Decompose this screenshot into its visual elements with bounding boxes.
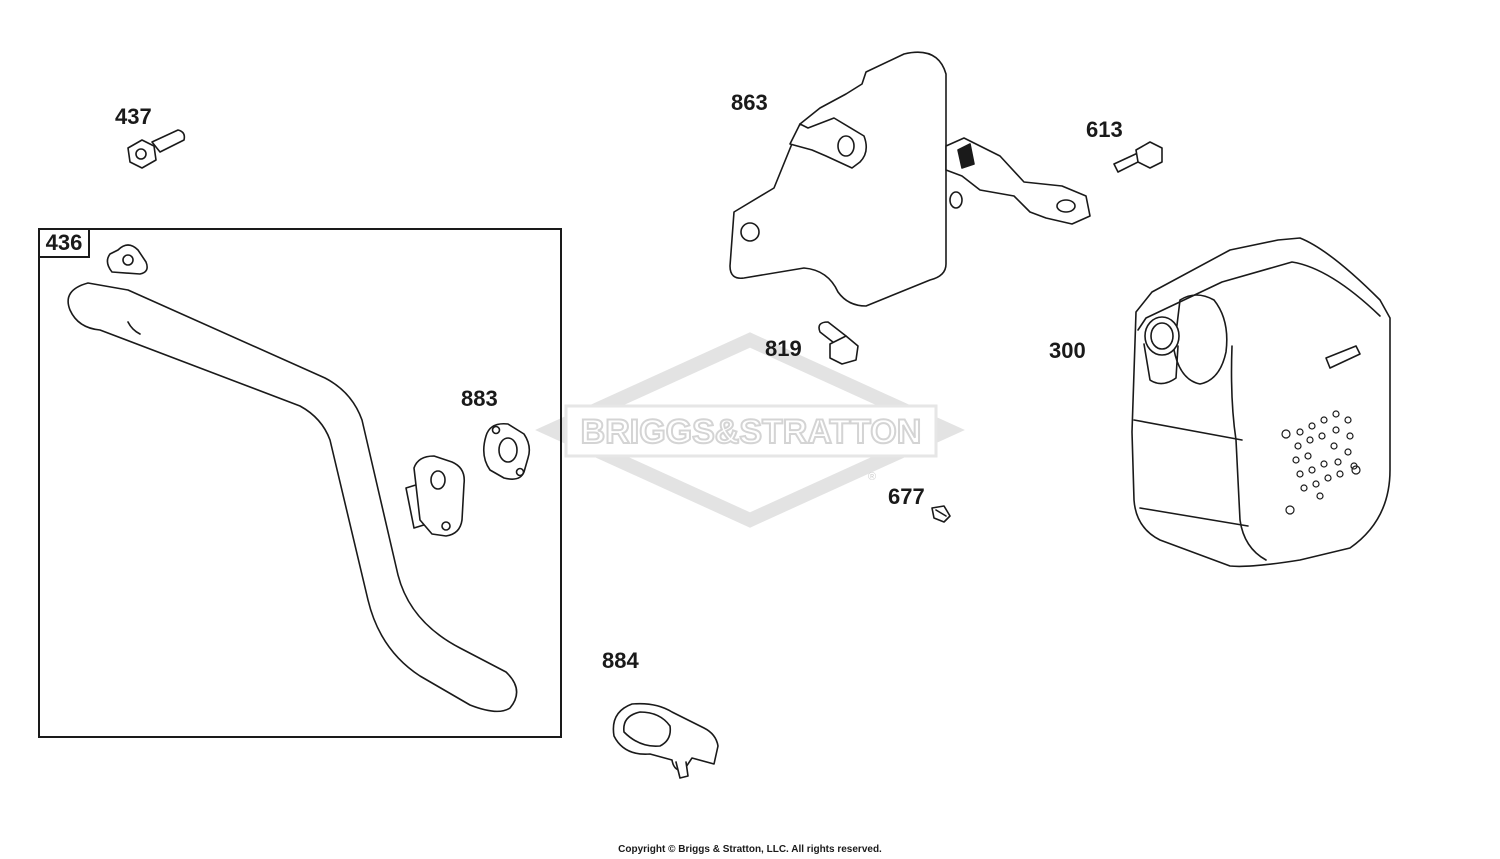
part-437-bolt[interactable]: [127, 129, 186, 169]
part-436-exhaust-pipe[interactable]: [67, 244, 518, 713]
part-884-clamp[interactable]: [612, 702, 719, 779]
part-677-screw[interactable]: [931, 505, 951, 523]
kit-436-frame: [38, 228, 562, 738]
part-label-437[interactable]: 437: [115, 104, 152, 129]
part-819-bolt[interactable]: [818, 321, 859, 365]
part-label-677[interactable]: 677: [888, 484, 925, 509]
part-300-muffler[interactable]: [1131, 237, 1391, 568]
watermark-text: BRIGGS&STRATTON: [581, 413, 922, 451]
part-613-screw[interactable]: [1113, 141, 1163, 173]
part-label-884[interactable]: 884: [602, 648, 639, 673]
watermark-registered-mark: ®: [868, 471, 876, 483]
part-label-300[interactable]: 300: [1049, 338, 1086, 363]
part-label-883[interactable]: 883: [461, 386, 498, 411]
muffler-grille: [1281, 410, 1361, 515]
part-863-bracket[interactable]: [729, 51, 1091, 307]
copyright-notice: Copyright © Briggs & Stratton, LLC. All …: [618, 844, 882, 855]
part-label-819[interactable]: 819: [765, 336, 802, 361]
part-label-613[interactable]: 613: [1086, 117, 1123, 142]
part-label-436[interactable]: 436: [38, 228, 90, 258]
brand-watermark: [535, 332, 965, 528]
part-883-gasket[interactable]: [482, 422, 531, 480]
part-label-863[interactable]: 863: [731, 90, 768, 115]
